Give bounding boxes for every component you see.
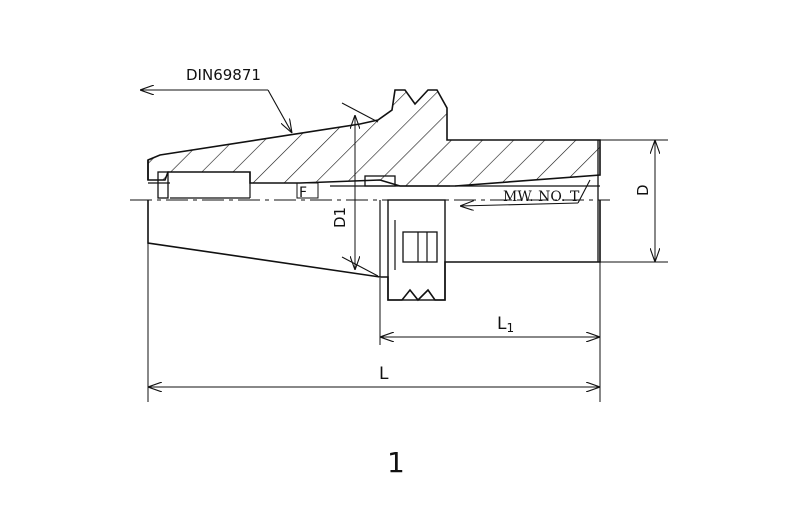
flange-lower-body (387, 199, 446, 301)
d1-extension-upper (341, 102, 379, 123)
l1-label: L1 (497, 314, 514, 335)
d1-label: D1 (331, 207, 349, 228)
bore-key (157, 171, 169, 199)
marking-leader-line (460, 203, 579, 206)
lower-profile (147, 200, 601, 302)
d1-extension-lower (341, 256, 379, 277)
figure-number: 1 (387, 446, 405, 479)
marking-label: MW. NO. T (503, 189, 580, 205)
upper-section-hatched (147, 89, 601, 187)
slot-lower (402, 231, 438, 263)
f-symbol-label: F (299, 185, 307, 201)
l-label: L (379, 364, 389, 384)
din-standard-label: DIN69871 (186, 66, 261, 84)
d-label: D (634, 184, 652, 196)
f-symbol-box (296, 182, 319, 199)
